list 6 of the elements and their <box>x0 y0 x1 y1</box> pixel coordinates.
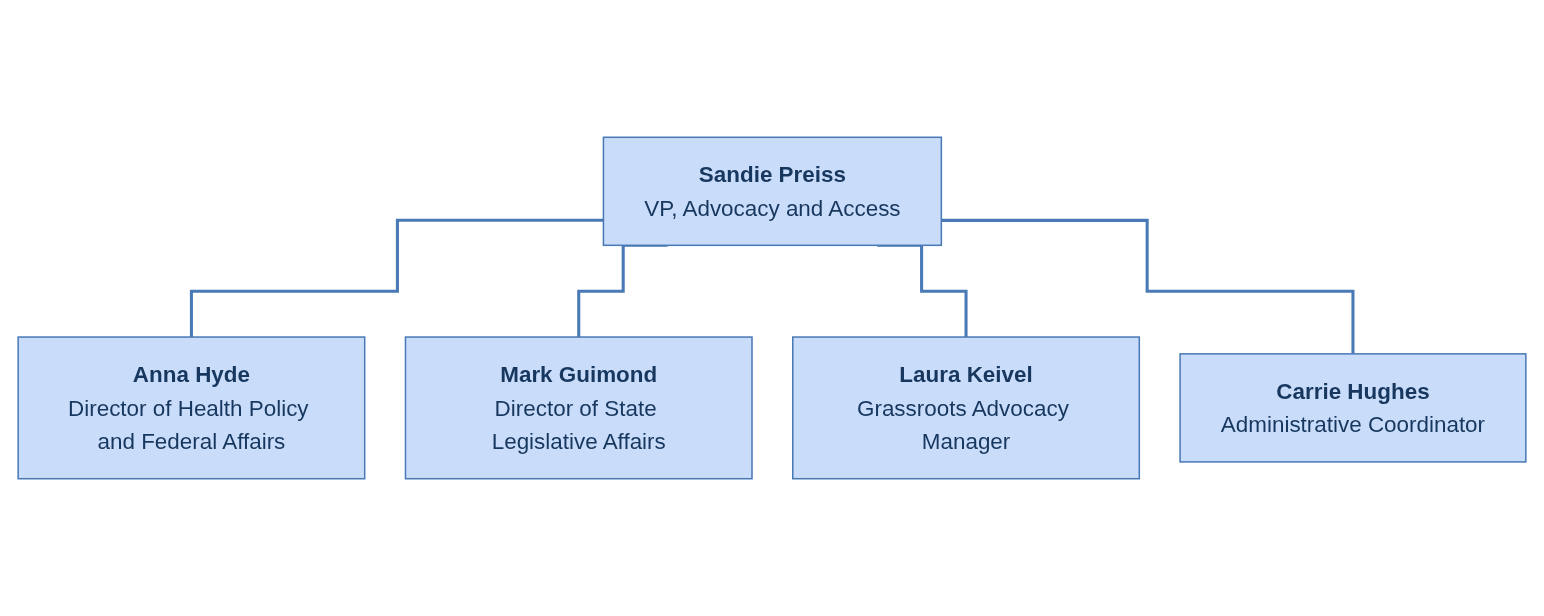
node-box: Mark Guimond Director of State Legislative Affairs <box>404 336 753 480</box>
connector <box>189 218 604 339</box>
node-box: Anna Hyde Director of Health Policy and Federal Affairs <box>17 336 366 480</box>
node-box: Sandie Preiss VP, Advocacy and Access <box>602 136 943 247</box>
node-box: Carrie Hughes Administrative Coordinator <box>1179 353 1527 463</box>
node-box: Laura Keivel Grassroots Advocacy Manager <box>792 336 1141 480</box>
